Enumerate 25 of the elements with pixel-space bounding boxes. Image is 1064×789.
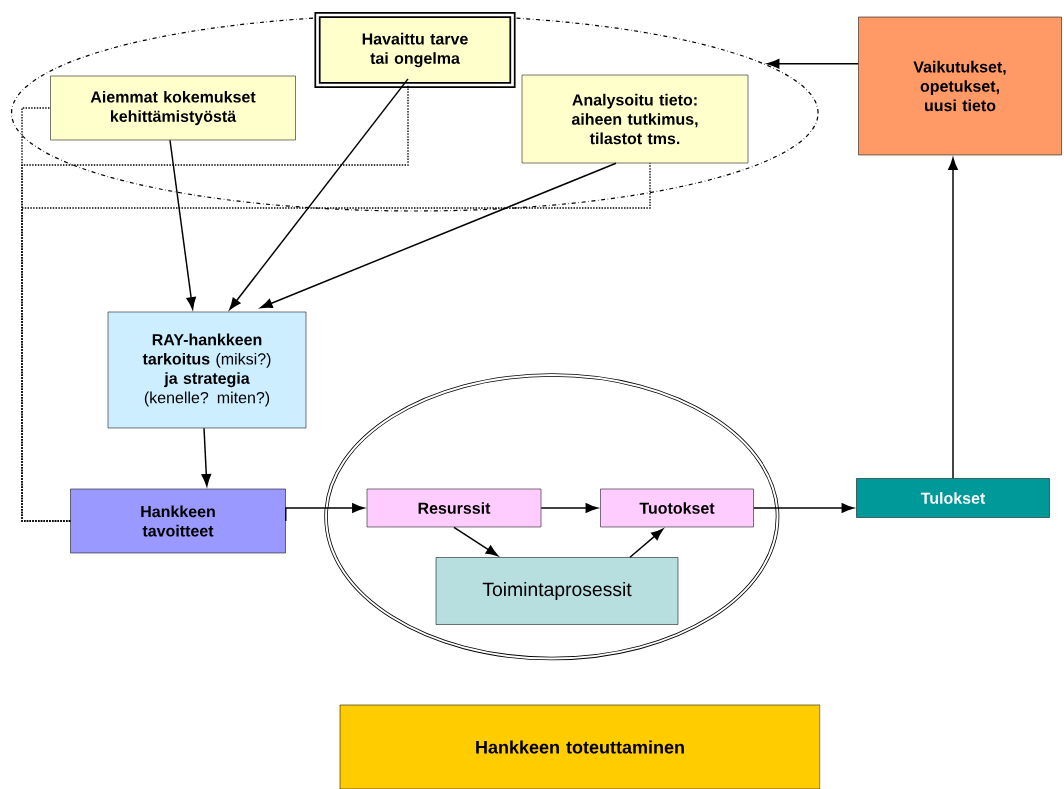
process-box: Vaikutukset, opetukset, uusi tieto (858, 16, 1062, 156)
arrow (260, 162, 617, 309)
process-box: Hankkeen tavoitteet (70, 488, 286, 554)
title-box: Hankkeen toteuttaminen (339, 704, 821, 789)
arrow (540, 503, 598, 513)
process-box: Toimintaprosessit (435, 557, 679, 625)
arrow (767, 59, 859, 69)
process-box: Aiemmat kokemukset kehittämistyöstä (50, 75, 296, 141)
ellipse-outline (10, 14, 819, 212)
process-box: Tulokset (856, 478, 1050, 518)
arrow (229, 78, 409, 310)
process-box: Resurssit (366, 488, 542, 528)
connector-line (21, 162, 651, 522)
ellipse-outline (324, 373, 780, 661)
arrow (453, 526, 499, 557)
arrow (948, 157, 958, 479)
arrow (285, 503, 365, 522)
process-box: Analysoitu tieto: aiheen tutkimus, tilastot tms. (521, 74, 749, 164)
process-box: Havaittu tarve tai ongelma (314, 11, 516, 89)
arrow (201, 427, 212, 487)
arrow (629, 528, 664, 558)
process-box: RAY-hankkeen tarkoitus (miksi?) ja strategia (kenelle? miten?) (107, 311, 307, 429)
arrow (169, 139, 196, 310)
process-box: Tuotokset (600, 488, 754, 528)
arrow (753, 503, 854, 513)
